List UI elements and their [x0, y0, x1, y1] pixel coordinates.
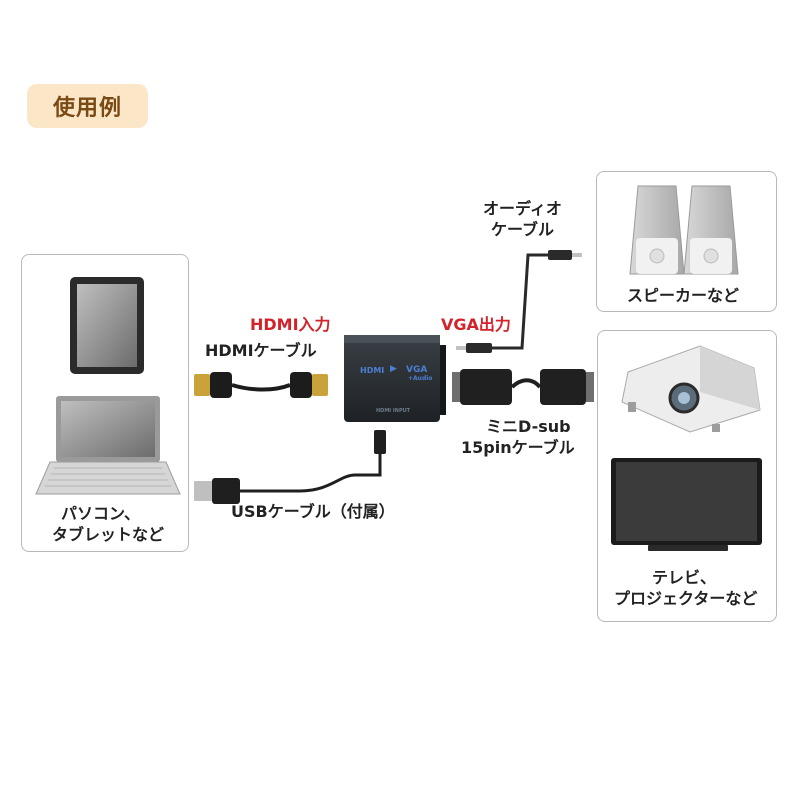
hdmi-to-vga-converter [344, 335, 446, 422]
converter-face-vga: VGA [406, 365, 428, 375]
source-devices-label-2: タブレットなど [52, 525, 165, 544]
hdmi-input-label: HDMI入力 [250, 315, 331, 334]
displays-label-1: テレビ、 [652, 568, 717, 587]
minid-cable-label-2: 15pinケーブル [461, 438, 575, 457]
source-devices-label-1: パソコン、 [61, 504, 141, 523]
audio-cable-icon [456, 250, 582, 353]
vga-output-label: VGA出力 [441, 315, 511, 334]
converter-face-bottom: HDMI INPUT [376, 408, 411, 414]
usb-cable-label: USBケーブル（付属） [231, 502, 395, 521]
audio-cable-label-2: ケーブル [491, 220, 555, 239]
minid-cable-label-1: ミニD-sub [486, 417, 571, 436]
usb-cable-icon [194, 430, 386, 504]
hdmi-cable-label: HDMIケーブル [205, 341, 317, 360]
hdmi-cable-icon [194, 372, 328, 398]
projector-icon [621, 345, 761, 433]
speakers-label: スピーカーなど [627, 286, 740, 305]
television-icon [611, 458, 762, 551]
audio-cable-label-1: オーディオ [483, 199, 562, 218]
vga-cable-icon [452, 369, 594, 405]
converter-face-audio: +Audio [408, 375, 433, 382]
usage-example-badge: 使用例 [27, 84, 148, 128]
converter-arrow-icon: ▶ [390, 364, 397, 374]
speakers-icon [629, 185, 739, 275]
tablet-icon [70, 277, 144, 374]
laptop-icon [35, 396, 181, 495]
converter-face-hdmi: HDMI [360, 366, 385, 375]
displays-label-2: プロジェクターなど [614, 589, 758, 608]
